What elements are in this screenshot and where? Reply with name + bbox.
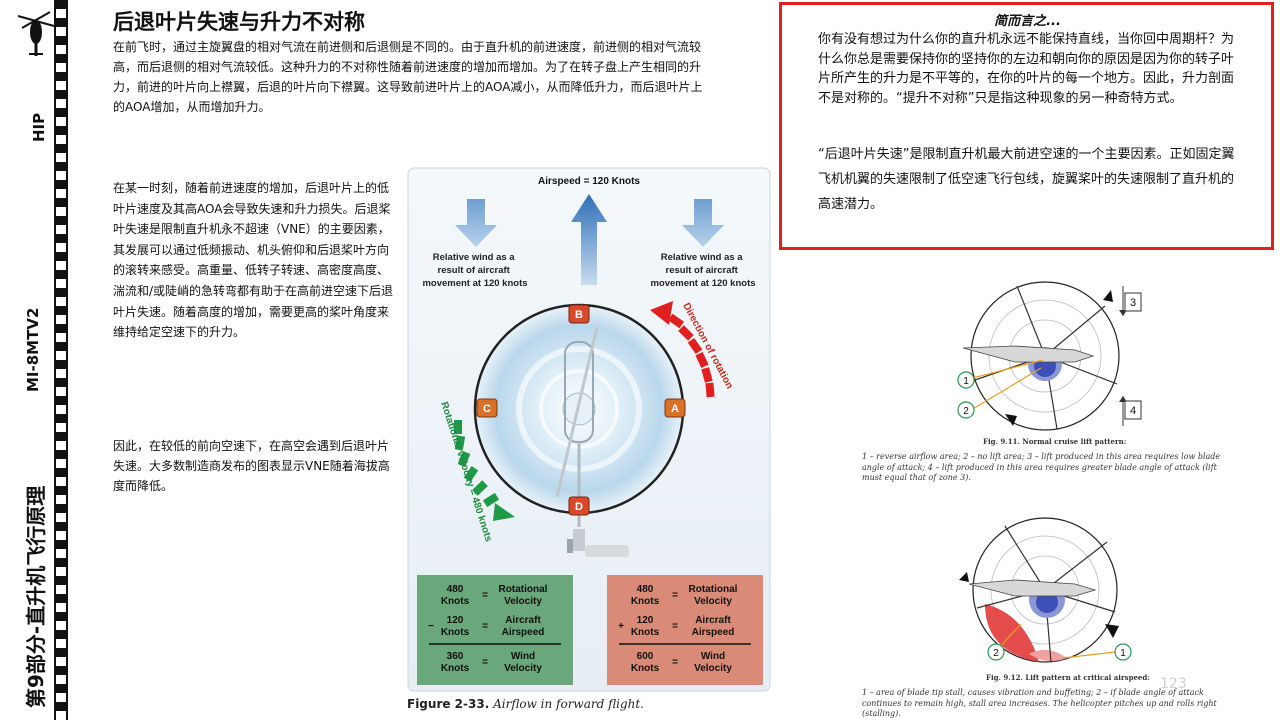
right-velocity-table: 480 Knots = Rotational Velocity + 120 Kn…: [607, 575, 763, 685]
fig-9-11-label-1: 1: [963, 376, 969, 387]
sidebar-rail: [54, 0, 68, 720]
svg-text:Wind: Wind: [511, 651, 535, 662]
fig-9-12-label-1: 1: [1120, 648, 1126, 659]
retreating-blade-paragraph: 在某一时刻，随着前进速度的增加，后退叶片上的低叶片速度及其高AOA会导致失速和升…: [113, 181, 394, 340]
svg-text:600: 600: [637, 651, 654, 662]
fig-9-12-label-2: 2: [993, 648, 999, 659]
svg-text:Airspeed: Airspeed: [692, 627, 735, 638]
intro-paragraph: 在前飞时，通过主旋翼盘的相对气流在前进侧和后退侧是不同的。由于直升机的前进速度，…: [113, 40, 703, 114]
page-number: 123: [1160, 676, 1187, 692]
page-title: 后退叶片失速与升力不对称: [113, 10, 365, 34]
rotor-disc: [473, 303, 685, 527]
svg-text:Wind: Wind: [701, 651, 725, 662]
svg-text:Knots: Knots: [631, 596, 660, 607]
svg-text:Velocity: Velocity: [504, 663, 542, 674]
figure-9-11-description: 1 – reverse airflow area; 2 – no lift ar…: [862, 452, 1221, 482]
svg-text:Velocity: Velocity: [694, 663, 732, 674]
helicopter-tail: [567, 529, 629, 557]
marker-d: D: [568, 496, 590, 516]
summary-paragraph-2: “后退叶片失速”是限制直升机最大前进空速的一个主要因素。正如固定翼飞机机翼的失速…: [818, 147, 1235, 212]
marker-a: A: [664, 398, 686, 418]
airspeed-arrow: [571, 194, 607, 285]
svg-text:C: C: [483, 403, 491, 415]
svg-text:Knots: Knots: [441, 627, 470, 638]
figure-9-11: 1 2 3 4: [955, 276, 1155, 431]
svg-text:=: =: [482, 590, 488, 601]
sidebar: HIP MI-8MTV2 第9部分-直升机飞行原理: [0, 0, 74, 720]
summary-box: 简而言之... 你有没有想过为什么你的直升机永远不能保持直线，当你回中周期杆？为…: [779, 2, 1274, 250]
svg-text:480: 480: [447, 584, 464, 595]
svg-text:480: 480: [637, 584, 654, 595]
sidebar-model: MI-8MTV2: [24, 307, 42, 392]
rotation-direction-arrow: [650, 301, 715, 398]
svg-text:Aircraft: Aircraft: [505, 615, 541, 626]
marker-c: C: [476, 398, 498, 418]
svg-text:Velocity: Velocity: [694, 596, 732, 607]
svg-text:−: −: [428, 621, 434, 632]
relative-wind-arrow-right: [682, 199, 724, 247]
figure-9-12-description: 1 – area of blade tip stall, causes vibr…: [862, 688, 1217, 718]
svg-text:Airspeed: Airspeed: [502, 627, 545, 638]
svg-text:Rotational: Rotational: [499, 584, 548, 595]
figure-9-11-caption: Fig. 9.11. Normal cruise lift pattern:: [983, 437, 1127, 446]
svg-text:120: 120: [447, 615, 464, 626]
altitude-paragraph: 因此，在较低的前向空速下，在高空会遇到后退叶片失速。大多数制造商发布的图表显示V…: [113, 439, 390, 493]
svg-text:=: =: [672, 590, 678, 601]
svg-text:=: =: [672, 621, 678, 632]
svg-text:=: =: [672, 657, 678, 668]
airspeed-label: Airspeed = 120 Knots: [538, 176, 640, 187]
svg-text:360: 360: [447, 651, 464, 662]
figure-9-12: 2 1: [955, 512, 1155, 667]
svg-text:Rotational: Rotational: [689, 584, 738, 595]
figure-9-12-caption: Fig. 9.12. Lift pattern at critical airs…: [986, 673, 1150, 682]
svg-text:B: B: [575, 309, 583, 321]
fig-9-11-label-2: 2: [963, 406, 969, 417]
svg-text:Knots: Knots: [631, 663, 660, 674]
marker-b: B: [568, 304, 590, 324]
svg-text:=: =: [482, 621, 488, 632]
svg-text:Velocity: Velocity: [504, 596, 542, 607]
svg-text:Knots: Knots: [441, 663, 470, 674]
figure-2-33: Airspeed = 120 Knots Relative wind as a …: [407, 167, 771, 692]
summary-paragraph-1: 你有没有想过为什么你的直升机永远不能保持直线，当你回中周期杆？为什么你总是需要保…: [818, 32, 1235, 106]
svg-text:D: D: [575, 501, 583, 513]
svg-text:Aircraft: Aircraft: [695, 615, 731, 626]
helicopter-icon: [16, 2, 56, 58]
figure-2-33-caption-text: Airflow in forward flight.: [493, 697, 644, 711]
relative-wind-text-right: Relative wind as a result of aircraft mo…: [650, 252, 755, 289]
relative-wind-text-left: Relative wind as a result of aircraft mo…: [422, 252, 527, 289]
svg-text:=: =: [482, 657, 488, 668]
sidebar-variant: HIP: [30, 112, 48, 142]
svg-text:A: A: [671, 403, 679, 415]
svg-text:120: 120: [637, 615, 654, 626]
svg-text:+: +: [618, 621, 624, 632]
fig-9-11-label-3: 3: [1130, 297, 1136, 309]
summary-title: 简而言之...: [994, 14, 1061, 29]
svg-text:Knots: Knots: [631, 627, 660, 638]
figure-2-33-caption-label: Figure 2-33.: [407, 697, 490, 711]
fig-9-11-label-4: 4: [1130, 405, 1136, 417]
figure-2-33-caption: Figure 2-33. Airflow in forward flight.: [407, 697, 644, 711]
left-velocity-table: 480 Knots = Rotational Velocity − 120 Kn…: [417, 575, 573, 685]
relative-wind-arrow-left: [455, 199, 497, 247]
sidebar-chapter: 第9部分-直升机飞行原理: [24, 485, 48, 708]
rotational-velocity-arrow: [454, 420, 515, 521]
svg-text:Knots: Knots: [441, 596, 470, 607]
